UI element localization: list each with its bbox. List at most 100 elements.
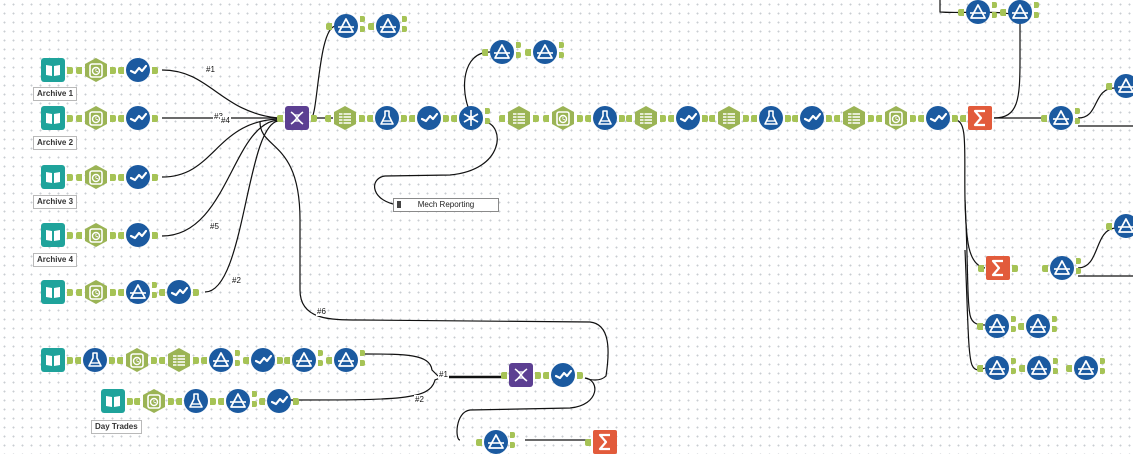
true-anchor[interactable] xyxy=(1053,358,1058,364)
input-anchor[interactable] xyxy=(476,439,482,446)
false-anchor[interactable] xyxy=(1052,326,1057,332)
false-anchor[interactable] xyxy=(360,26,365,32)
input-anchor[interactable] xyxy=(543,115,549,122)
tool-filter[interactable] xyxy=(1114,214,1133,238)
output-anchor[interactable] xyxy=(152,174,158,181)
tool-formula[interactable] xyxy=(126,223,150,247)
tool-join-multiple[interactable] xyxy=(509,363,533,387)
tool-filter[interactable] xyxy=(376,14,400,38)
output-anchor[interactable] xyxy=(110,174,116,181)
tool-multi-field[interactable] xyxy=(593,106,617,130)
true-anchor[interactable] xyxy=(992,2,997,8)
tool-select[interactable] xyxy=(84,165,108,189)
input-anchor[interactable] xyxy=(977,365,983,372)
tool-multi-field[interactable] xyxy=(759,106,783,130)
output-anchor[interactable] xyxy=(743,115,749,122)
input-anchor[interactable] xyxy=(451,115,457,122)
tool-filter[interactable] xyxy=(1074,356,1098,380)
tool-sort[interactable] xyxy=(507,106,531,130)
input-anchor[interactable] xyxy=(585,439,591,446)
true-anchor[interactable] xyxy=(1075,108,1080,114)
tool-select[interactable] xyxy=(551,106,575,130)
tool-summarize[interactable] xyxy=(986,256,1010,280)
true-anchor[interactable] xyxy=(235,350,240,356)
input-anchor[interactable] xyxy=(134,398,140,405)
tool-select[interactable] xyxy=(84,223,108,247)
true-anchor[interactable] xyxy=(1034,2,1039,8)
output-anchor[interactable] xyxy=(67,289,73,296)
output-anchor[interactable] xyxy=(785,115,791,122)
output-anchor[interactable] xyxy=(109,357,115,364)
true-anchor[interactable] xyxy=(1011,316,1016,322)
output-anchor[interactable] xyxy=(110,67,116,74)
false-anchor[interactable] xyxy=(402,26,407,32)
false-anchor[interactable] xyxy=(559,52,564,58)
input-anchor[interactable] xyxy=(76,67,82,74)
input-anchor[interactable] xyxy=(367,115,373,122)
tool-filter[interactable] xyxy=(1114,74,1133,98)
tool-select[interactable] xyxy=(84,106,108,130)
false-anchor[interactable] xyxy=(485,118,490,124)
input-anchor[interactable] xyxy=(499,115,505,122)
input-anchor[interactable] xyxy=(277,115,283,122)
input-anchor[interactable] xyxy=(1042,265,1048,272)
tool-sort[interactable] xyxy=(842,106,866,130)
tool-summarize[interactable] xyxy=(968,106,992,130)
output-anchor[interactable] xyxy=(293,398,299,405)
false-anchor[interactable] xyxy=(1034,12,1039,18)
output-anchor[interactable] xyxy=(443,115,449,122)
tool-select[interactable] xyxy=(125,348,149,372)
false-anchor[interactable] xyxy=(360,360,365,366)
output-anchor[interactable] xyxy=(110,115,116,122)
output-anchor[interactable] xyxy=(577,372,583,379)
tool-sort[interactable] xyxy=(167,348,191,372)
input-anchor[interactable] xyxy=(326,23,332,30)
true-anchor[interactable] xyxy=(402,16,407,22)
output-anchor[interactable] xyxy=(67,174,73,181)
tool-select[interactable] xyxy=(884,106,908,130)
tool-filter[interactable] xyxy=(490,40,514,64)
true-anchor[interactable] xyxy=(1100,358,1105,364)
true-anchor[interactable] xyxy=(1052,316,1057,322)
output-anchor[interactable] xyxy=(910,115,916,122)
tool-filter[interactable] xyxy=(209,348,233,372)
tool-filter[interactable] xyxy=(292,348,316,372)
false-anchor[interactable] xyxy=(516,52,521,58)
output-anchor[interactable] xyxy=(152,115,158,122)
input-anchor[interactable] xyxy=(176,398,182,405)
false-anchor[interactable] xyxy=(510,442,515,448)
tool-select[interactable] xyxy=(84,58,108,82)
output-anchor[interactable] xyxy=(127,398,133,405)
output-anchor[interactable] xyxy=(152,232,158,239)
input-anchor[interactable] xyxy=(368,23,374,30)
tool-formula[interactable] xyxy=(267,389,291,413)
tool-filter[interactable] xyxy=(1050,256,1074,280)
true-anchor[interactable] xyxy=(510,432,515,438)
output-anchor[interactable] xyxy=(151,357,157,364)
input-anchor[interactable] xyxy=(243,357,249,364)
tool-transpose[interactable] xyxy=(459,106,483,130)
true-anchor[interactable] xyxy=(152,282,157,288)
input-anchor[interactable] xyxy=(1041,115,1047,122)
tool-filter[interactable] xyxy=(985,314,1009,338)
tool-sort[interactable] xyxy=(333,106,357,130)
false-anchor[interactable] xyxy=(1076,268,1081,274)
output-anchor[interactable] xyxy=(577,115,583,122)
output-anchor[interactable] xyxy=(110,232,116,239)
tool-filter[interactable] xyxy=(1026,314,1050,338)
false-anchor[interactable] xyxy=(152,292,157,298)
input-anchor[interactable] xyxy=(1018,323,1024,330)
output-anchor[interactable] xyxy=(152,67,158,74)
tool-filter[interactable] xyxy=(1049,106,1073,130)
tool-formula[interactable] xyxy=(800,106,824,130)
input-anchor[interactable] xyxy=(325,115,331,122)
input-anchor[interactable] xyxy=(501,372,507,379)
input-anchor[interactable] xyxy=(1066,365,1072,372)
input-anchor[interactable] xyxy=(259,398,265,405)
output-anchor[interactable] xyxy=(535,372,541,379)
output-anchor[interactable] xyxy=(359,115,365,122)
output-anchor[interactable] xyxy=(67,115,73,122)
output-anchor[interactable] xyxy=(868,115,874,122)
false-anchor[interactable] xyxy=(1100,368,1105,374)
input-anchor[interactable] xyxy=(977,323,983,330)
